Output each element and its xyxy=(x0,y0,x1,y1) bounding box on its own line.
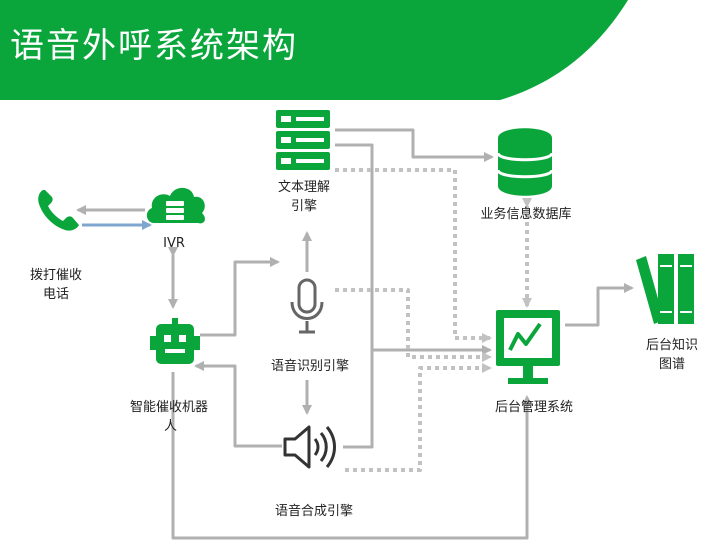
knowledge-label-line2: 图谱 xyxy=(658,357,685,372)
dotted-tts-to-admin xyxy=(345,363,492,472)
phone-label: 拨打催收 电话 xyxy=(24,266,88,304)
text-engine-label-line2: 引擎 xyxy=(290,199,317,214)
admin-label: 后台管理系统 xyxy=(494,400,573,415)
knowledge-label: 后台知识 图谱 xyxy=(632,336,712,374)
ivr-label: IVR xyxy=(163,236,185,251)
connectors xyxy=(76,128,634,540)
tts-label: 语音合成引擎 xyxy=(274,504,353,519)
robot-label-line1: 智能催收机器 xyxy=(130,400,209,415)
title-banner xyxy=(0,0,628,100)
database-label: 业务信息数据库 xyxy=(480,207,572,222)
monitor-icon xyxy=(496,310,560,384)
text-engine-label-line1: 文本理解 xyxy=(277,180,330,195)
banner-shape xyxy=(0,0,628,100)
phone-label-line1: 拨打催收 xyxy=(29,268,82,283)
arrow-text-engine-to-database xyxy=(335,128,494,162)
server-icon xyxy=(276,110,330,170)
knowledge-label-line1: 后台知识 xyxy=(645,338,698,353)
ivr-cloud-icon xyxy=(146,187,205,224)
dotted-text-engine-to-admin xyxy=(335,168,492,343)
arrow-text-engine-to-admin xyxy=(335,143,374,449)
phone-icon xyxy=(38,190,79,231)
books-icon xyxy=(636,254,694,324)
arrow-admin-to-knowledge xyxy=(565,283,634,327)
robot-icon xyxy=(150,318,200,364)
phone-label-line2: 电话 xyxy=(42,287,69,302)
robot-label: 智能催收机器 人 xyxy=(130,398,224,436)
microphone-icon xyxy=(290,278,324,334)
asr-label: 语音识别引擎 xyxy=(270,359,349,374)
text-engine-label: 文本理解 引擎 xyxy=(268,178,340,216)
arrow-robot-to-admin xyxy=(171,372,532,540)
arrow-robot-to-text-engine xyxy=(200,257,280,337)
dotted-asr-to-admin xyxy=(335,288,492,362)
arrow-tts-to-robot xyxy=(194,361,282,448)
page-title: 语音外呼系统架构 xyxy=(10,26,298,66)
speaker-icon xyxy=(283,425,336,469)
robot-label-line2: 人 xyxy=(164,419,178,434)
database-icon xyxy=(496,128,554,196)
